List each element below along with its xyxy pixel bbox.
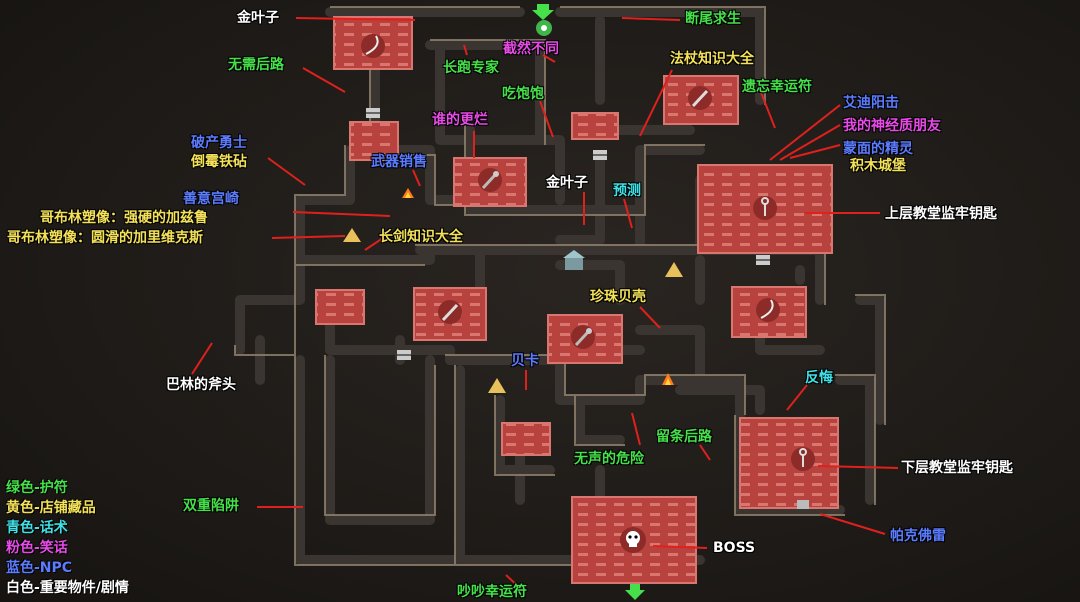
chest-icon xyxy=(366,108,380,118)
label-balin-futou: 巴林的斧头 xyxy=(166,377,236,393)
label-fanhui: 反悔 xyxy=(805,370,833,386)
legend-item-joke: 粉色-笑话 xyxy=(6,540,68,556)
label-wuxu-houlu: 无需后路 xyxy=(228,57,284,73)
label-aidi-yangji: 艾迪阳击 xyxy=(843,95,899,111)
label-wuqi-xiaoshou: 武器销售 xyxy=(371,154,427,170)
room-left-lower xyxy=(315,289,365,325)
tent-icon xyxy=(488,378,506,393)
bow-icon xyxy=(361,34,385,58)
label-daomei-tiezhen: 倒霉铁砧 xyxy=(191,154,247,170)
tent-icon xyxy=(343,228,361,242)
campfire-icon xyxy=(402,188,414,198)
label-yiwang-xingyunfu: 遗忘幸运符 xyxy=(742,79,812,95)
tent-icon xyxy=(665,262,683,277)
label-chibaobao: 吃饱饱 xyxy=(502,86,544,102)
legend-item-dialogue: 青色-话术 xyxy=(6,520,68,536)
key-icon xyxy=(753,196,777,220)
label-gold-leaf-mid: 金叶子 xyxy=(546,175,588,191)
label-goblin-statue-1: 哥布林塑像：强硬的加兹鲁 xyxy=(40,210,208,226)
label-chaochao-xingyunfu: 吵吵幸运符 xyxy=(457,584,527,600)
label-mengmian-jingling: 蒙面的精灵 xyxy=(843,141,913,157)
label-jimu-chengbao: 积木城堡 xyxy=(850,158,906,174)
label-shui-de-genglan: 谁的更烂 xyxy=(432,112,488,128)
label-shanyi-gongqi: 善意宫崎 xyxy=(183,191,239,207)
chest-icon xyxy=(756,255,770,265)
wand-icon xyxy=(478,168,502,192)
legend-item-shop: 黄色-店铺藏品 xyxy=(6,500,96,516)
label-lower-prison-key: 下层教堂监牢钥匙 xyxy=(901,460,1013,476)
label-gold-leaf-top: 金叶子 xyxy=(237,10,279,26)
label-beika: 贝卡 xyxy=(511,353,539,369)
label-yuce: 预测 xyxy=(613,183,641,199)
label-changjian-zhishi: 长剑知识大全 xyxy=(379,229,463,245)
label-jieran-butong: 截然不同 xyxy=(503,41,559,57)
room-wand xyxy=(453,157,527,207)
leader-lines xyxy=(191,17,899,589)
label-shuangchong-xianjing: 双重陷阱 xyxy=(183,498,239,514)
start-creature-icon xyxy=(536,20,552,36)
label-pakefolei: 帕克佛雷 xyxy=(890,528,946,544)
down-arrow-icon xyxy=(625,584,645,600)
bow-icon xyxy=(756,298,780,322)
legend-item-key-items: 白色-重要物件/剧情 xyxy=(6,580,129,596)
room-small-low xyxy=(501,422,551,456)
label-boss: BOSS xyxy=(713,540,756,556)
label-pochan-yongshi: 破产勇士 xyxy=(191,135,247,151)
skull-icon xyxy=(620,527,646,553)
sword-icon xyxy=(688,86,712,110)
wand-icon xyxy=(571,325,595,349)
legend-item-npc: 蓝色-NPC xyxy=(6,560,73,576)
sword-icon xyxy=(438,300,462,324)
room-left-mid xyxy=(349,121,399,161)
down-arrow-icon xyxy=(532,4,554,20)
map-markers xyxy=(343,4,809,600)
campfire-icon xyxy=(662,373,674,385)
legend-item-amulet: 绿色-护符 xyxy=(6,480,68,496)
chest-icon xyxy=(593,150,607,160)
corridor-walls xyxy=(234,6,886,566)
room-lower-key xyxy=(739,417,839,509)
label-goblin-statue-2: 哥布林塑像：圆滑的加里维克斯 xyxy=(7,230,203,246)
label-fazhang-zhishi: 法杖知识大全 xyxy=(670,51,754,67)
room-small-top xyxy=(571,112,619,140)
color-legend: 绿色-护符 黄色-店铺藏品 青色-话术 粉色-笑话 蓝色-NPC 白色-重要物件… xyxy=(6,478,129,598)
room-icons xyxy=(361,34,815,553)
label-wode-shenjingzhi: 我的神经质朋友 xyxy=(843,118,941,134)
shrine-icon xyxy=(563,250,585,270)
key-icon xyxy=(791,447,815,471)
label-duanwei-qiusheng: 断尾求生 xyxy=(685,11,741,27)
label-upper-prison-key: 上层教堂监牢钥匙 xyxy=(885,206,997,222)
label-wusheng-weixian: 无声的危险 xyxy=(574,451,644,467)
label-changpao-zhuanjia: 长跑专家 xyxy=(443,60,499,76)
label-zhenzhu-beike: 珍珠贝壳 xyxy=(590,289,646,305)
chest-icon xyxy=(797,500,809,509)
chest-icon xyxy=(397,350,411,360)
label-liutiao-houlu: 留条后路 xyxy=(656,429,712,445)
